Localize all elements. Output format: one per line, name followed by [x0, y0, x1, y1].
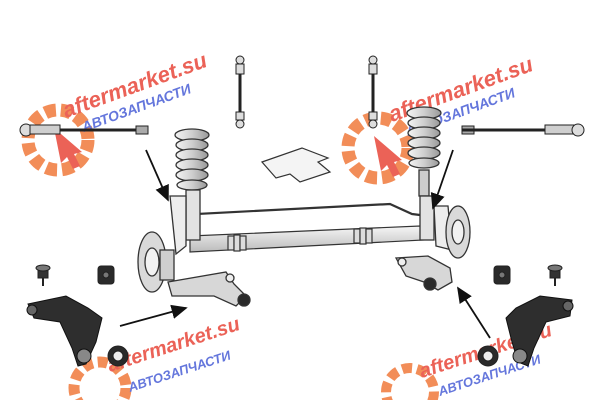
control-arm-icon	[26, 295, 103, 367]
brake-disc-icon	[445, 205, 471, 259]
coil-spring-icon	[406, 106, 442, 197]
bushing-icon	[493, 265, 511, 285]
brake-disc-icon	[137, 231, 175, 293]
bushing-icon	[107, 345, 129, 367]
tie-rod-icon	[461, 123, 585, 137]
control-arm-icon	[505, 295, 574, 367]
gear-logo-icon	[381, 363, 439, 400]
bushing-icon	[97, 265, 115, 285]
pointer-arrow-icon	[457, 286, 491, 339]
gear-logo-icon	[341, 111, 415, 185]
stabilizer-link-icon	[235, 55, 245, 129]
gear-logo-icon	[68, 356, 132, 400]
strut-left	[169, 189, 201, 256]
tie-rod-icon	[19, 123, 149, 137]
ball-joint-icon	[35, 264, 51, 286]
bushing-icon	[477, 345, 499, 367]
bellows-boot	[227, 227, 373, 252]
coil-spring-icon	[174, 128, 210, 191]
cross-beam	[189, 225, 425, 253]
stabilizer-link-icon	[368, 55, 378, 129]
direction-arrow-icon	[260, 147, 332, 183]
ball-joint-icon	[547, 264, 563, 286]
control-arm-icon	[167, 271, 251, 307]
pointer-arrow-icon	[430, 149, 454, 210]
pointer-arrow-icon	[119, 304, 188, 327]
pointer-arrow-icon	[145, 149, 169, 202]
control-arm-icon	[394, 255, 453, 291]
